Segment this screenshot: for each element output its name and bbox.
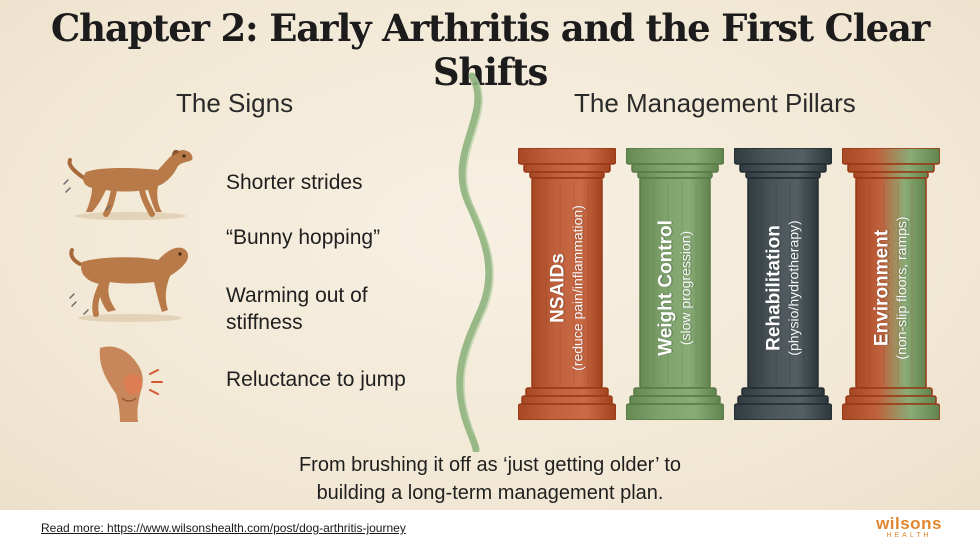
pillar-title: Weight Control: [655, 220, 677, 356]
sign-warming-out-of-stiffness: Warming out of stiffness: [226, 284, 368, 334]
footer: Read more: https://www.wilsonshealth.com…: [0, 510, 980, 551]
pillar-title: NSAIDs: [547, 253, 569, 323]
caption-line-2: building a long-term management plan.: [316, 482, 664, 504]
sore-joint-icon: [99, 346, 163, 422]
walking-dog-icon: [63, 149, 193, 220]
pillar-column-shape: [842, 148, 940, 420]
pillar-weight-control: Weight Control (slow progression): [626, 148, 724, 420]
pillars-heading: The Management Pillars: [574, 88, 856, 118]
caption-line-1: From brushing it off as ‘just getting ol…: [298, 454, 682, 476]
pillar-column-shape: [518, 148, 616, 420]
brand-logo: wilsons HEALTH: [876, 514, 942, 539]
slide: Chapter 2: Early Arthritis and the First…: [0, 0, 980, 510]
signs-heading: The Signs: [176, 88, 294, 118]
sign-reluctance-to-jump: Reluctance to jump: [226, 368, 406, 391]
sign-shorter-strides: Shorter strides: [226, 171, 363, 194]
pillar-subtitle: (non-slip floors, ramps): [893, 216, 910, 360]
pillar-column-shape: [626, 148, 724, 420]
read-more-link[interactable]: Read more: https://www.wilsonshealth.com…: [41, 521, 406, 535]
pillar-column-shape: [734, 148, 832, 420]
pillar-nsaids: NSAIDs (reduce pain/inflammation): [518, 148, 616, 420]
pillar-environment: Environment (non-slip floors, ramps): [842, 148, 940, 420]
wavy-divider: [456, 72, 494, 452]
caption: From brushing it off as ‘just getting ol…: [0, 451, 980, 507]
pillar-subtitle: (reduce pain/inflammation): [569, 205, 586, 371]
brand-subtitle: HEALTH: [886, 532, 932, 539]
pillar-rehabilitation: Rehabilitation (physio/hydrotherapy): [734, 148, 832, 420]
pillar-subtitle: (slow progression): [677, 230, 694, 346]
pillar-title: Rehabilitation: [763, 225, 785, 351]
pillar-subtitle: (physio/hydrotherapy): [785, 220, 802, 356]
hopping-dog-icon: [69, 247, 189, 322]
page-title: Chapter 2: Early Arthritis and the First…: [50, 6, 930, 94]
brand-name: wilsons: [876, 514, 942, 533]
sign-bunny-hopping: “Bunny hopping”: [226, 226, 381, 249]
pillar-title: Environment: [871, 229, 893, 347]
